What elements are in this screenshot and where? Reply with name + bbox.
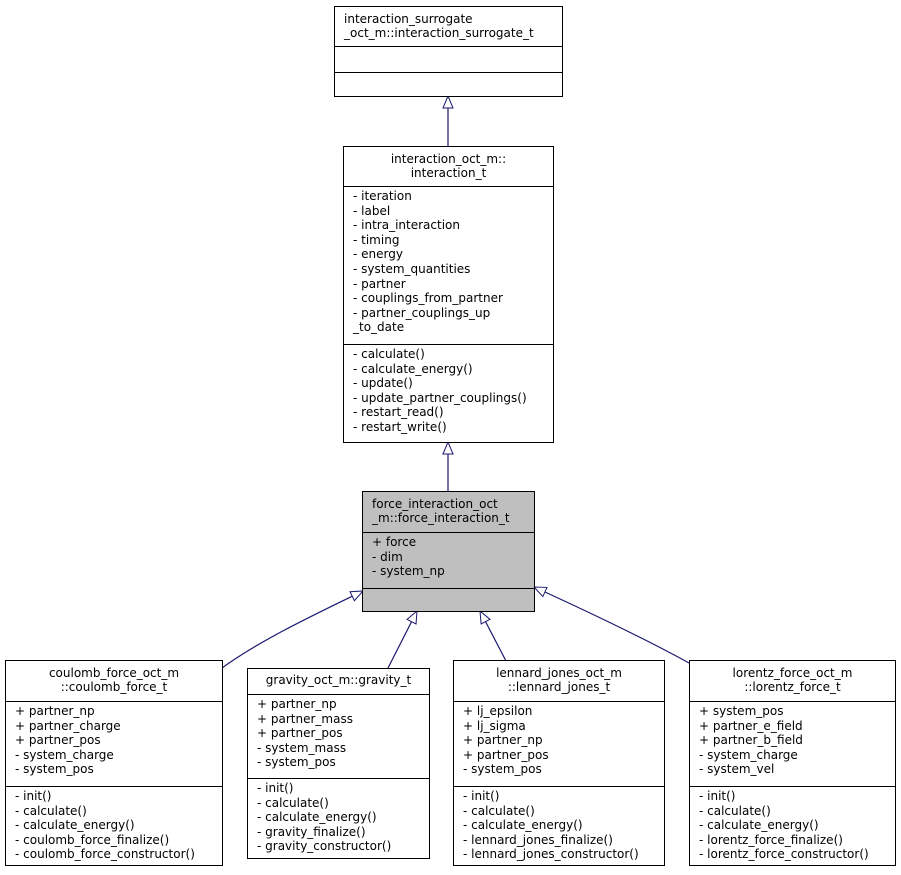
attribute: - dim bbox=[372, 549, 403, 564]
attribute: - system_charge bbox=[699, 747, 798, 762]
attribute: + lj_epsilon bbox=[463, 704, 533, 718]
attribute: + partner_pos bbox=[15, 733, 101, 748]
method: - calculate() bbox=[463, 803, 535, 818]
class-title: force_interaction_oct _m::force_interact… bbox=[372, 497, 510, 525]
class-interaction-surrogate[interactable]: interaction_surrogate _oct_m::interactio… bbox=[334, 6, 563, 97]
attribute: + partner_mass bbox=[257, 711, 353, 726]
method: - update() bbox=[353, 376, 413, 391]
attribute: - system_vel bbox=[699, 762, 775, 777]
attribute: + partner_np bbox=[257, 697, 337, 711]
attribute: - energy bbox=[353, 247, 403, 262]
attribute: - couplings_from_partner bbox=[353, 291, 503, 306]
attribute: + partner_pos bbox=[257, 726, 343, 741]
method: - calculate() bbox=[15, 803, 87, 818]
method: - gravity_constructor() bbox=[257, 839, 392, 854]
method: - restart_write() bbox=[353, 419, 447, 434]
class-gravity[interactable]: gravity_oct_m::gravity_t + partner_np + … bbox=[247, 668, 430, 859]
attributes-section: + lj_epsilon + lj_sigma + partner_np + p… bbox=[454, 701, 664, 786]
method: - init() bbox=[699, 789, 736, 803]
method: - calculate() bbox=[257, 795, 329, 810]
method: - init() bbox=[463, 789, 500, 803]
class-title: gravity_oct_m::gravity_t bbox=[265, 673, 412, 687]
method: - calculate_energy() bbox=[257, 810, 377, 825]
method: - calculate_energy() bbox=[15, 818, 135, 833]
class-interaction[interactable]: interaction_oct_m:: interaction_t - iter… bbox=[343, 146, 554, 443]
attribute: + system_pos bbox=[699, 704, 784, 718]
edge-gravity-to-force bbox=[387, 611, 417, 669]
attribute: - system_quantities bbox=[353, 261, 471, 276]
attributes-section bbox=[335, 46, 562, 72]
attribute: + partner_b_field bbox=[699, 733, 803, 748]
method: - gravity_finalize() bbox=[257, 824, 366, 839]
attribute: - system_np bbox=[372, 564, 445, 579]
method: - calculate_energy() bbox=[699, 818, 819, 833]
attribute: _to_date bbox=[353, 320, 405, 335]
method: - calculate() bbox=[353, 347, 425, 361]
method: - calculate_energy() bbox=[353, 361, 473, 376]
class-title: lorentz_force_oct_m ::lorentz_force_t bbox=[732, 666, 853, 694]
method: - calculate_energy() bbox=[463, 818, 583, 833]
methods-section bbox=[363, 588, 534, 611]
method: - lorentz_force_finalize() bbox=[699, 832, 843, 847]
attributes-section: + partner_np + partner_mass + partner_po… bbox=[248, 694, 429, 778]
method: - coulomb_force_constructor() bbox=[15, 847, 195, 862]
attribute: - partner_couplings_up bbox=[353, 305, 491, 320]
edge-lorentz-to-force bbox=[534, 586, 690, 664]
attributes-section: + force - dim - system_np bbox=[363, 532, 534, 588]
class-force-interaction[interactable]: force_interaction_oct _m::force_interact… bbox=[362, 491, 535, 612]
attribute: - system_pos bbox=[15, 762, 94, 777]
method: - restart_read() bbox=[353, 405, 444, 420]
attribute: - system_pos bbox=[463, 762, 542, 777]
attribute: + partner_e_field bbox=[699, 718, 803, 733]
methods-section: - init() - calculate() - calculate_energ… bbox=[690, 786, 895, 865]
class-coulomb-force[interactable]: coulomb_force_oct_m ::coulomb_force_t + … bbox=[5, 660, 223, 866]
attribute: - system_pos bbox=[257, 755, 336, 770]
attribute: + partner_charge bbox=[15, 718, 121, 733]
method: - update_partner_couplings() bbox=[353, 390, 527, 405]
attribute: + partner_np bbox=[15, 704, 95, 718]
class-title: lennard_jones_oct_m ::lennard_jones_t bbox=[496, 666, 622, 694]
method: - lorentz_force_constructor() bbox=[699, 847, 869, 862]
attribute: + lj_sigma bbox=[463, 718, 526, 733]
methods-section bbox=[335, 72, 562, 96]
edge-lennard-to-force bbox=[480, 611, 507, 662]
attribute: - timing bbox=[353, 232, 400, 247]
attribute: - label bbox=[353, 203, 391, 218]
method: - calculate() bbox=[699, 803, 771, 818]
attribute: + partner_np bbox=[463, 733, 543, 748]
methods-section: - init() - calculate() - calculate_energ… bbox=[248, 778, 429, 858]
attribute: - iteration bbox=[353, 189, 412, 203]
method: - init() bbox=[257, 781, 294, 795]
attribute: - system_charge bbox=[15, 747, 114, 762]
attribute: - partner bbox=[353, 276, 406, 291]
attributes-section: - iteration - label - intra_interaction … bbox=[344, 186, 553, 344]
attributes-section: + partner_np + partner_charge + partner_… bbox=[6, 701, 222, 786]
edge-coulomb-to-force bbox=[221, 591, 363, 669]
attributes-section: + system_pos + partner_e_field + partner… bbox=[690, 701, 895, 786]
method: - lennard_jones_finalize() bbox=[463, 832, 613, 847]
attribute: + force bbox=[372, 535, 417, 549]
class-title: interaction_surrogate _oct_m::interactio… bbox=[344, 12, 534, 40]
attribute: - intra_interaction bbox=[353, 218, 460, 233]
class-title: interaction_oct_m:: interaction_t bbox=[390, 152, 507, 180]
methods-section: - calculate() - calculate_energy() - upd… bbox=[344, 344, 553, 442]
attribute: + partner_pos bbox=[463, 747, 549, 762]
methods-section: - init() - calculate() - calculate_energ… bbox=[6, 786, 222, 865]
method: - init() bbox=[15, 789, 52, 803]
methods-section: - init() - calculate() - calculate_energ… bbox=[454, 786, 664, 865]
attribute: - system_mass bbox=[257, 740, 347, 755]
method: - lennard_jones_constructor() bbox=[463, 847, 639, 862]
class-lennard-jones[interactable]: lennard_jones_oct_m ::lennard_jones_t + … bbox=[453, 660, 665, 866]
method: - coulomb_force_finalize() bbox=[15, 832, 170, 847]
class-lorentz-force[interactable]: lorentz_force_oct_m ::lorentz_force_t + … bbox=[689, 660, 896, 866]
class-title: coulomb_force_oct_m ::coulomb_force_t bbox=[48, 666, 180, 694]
